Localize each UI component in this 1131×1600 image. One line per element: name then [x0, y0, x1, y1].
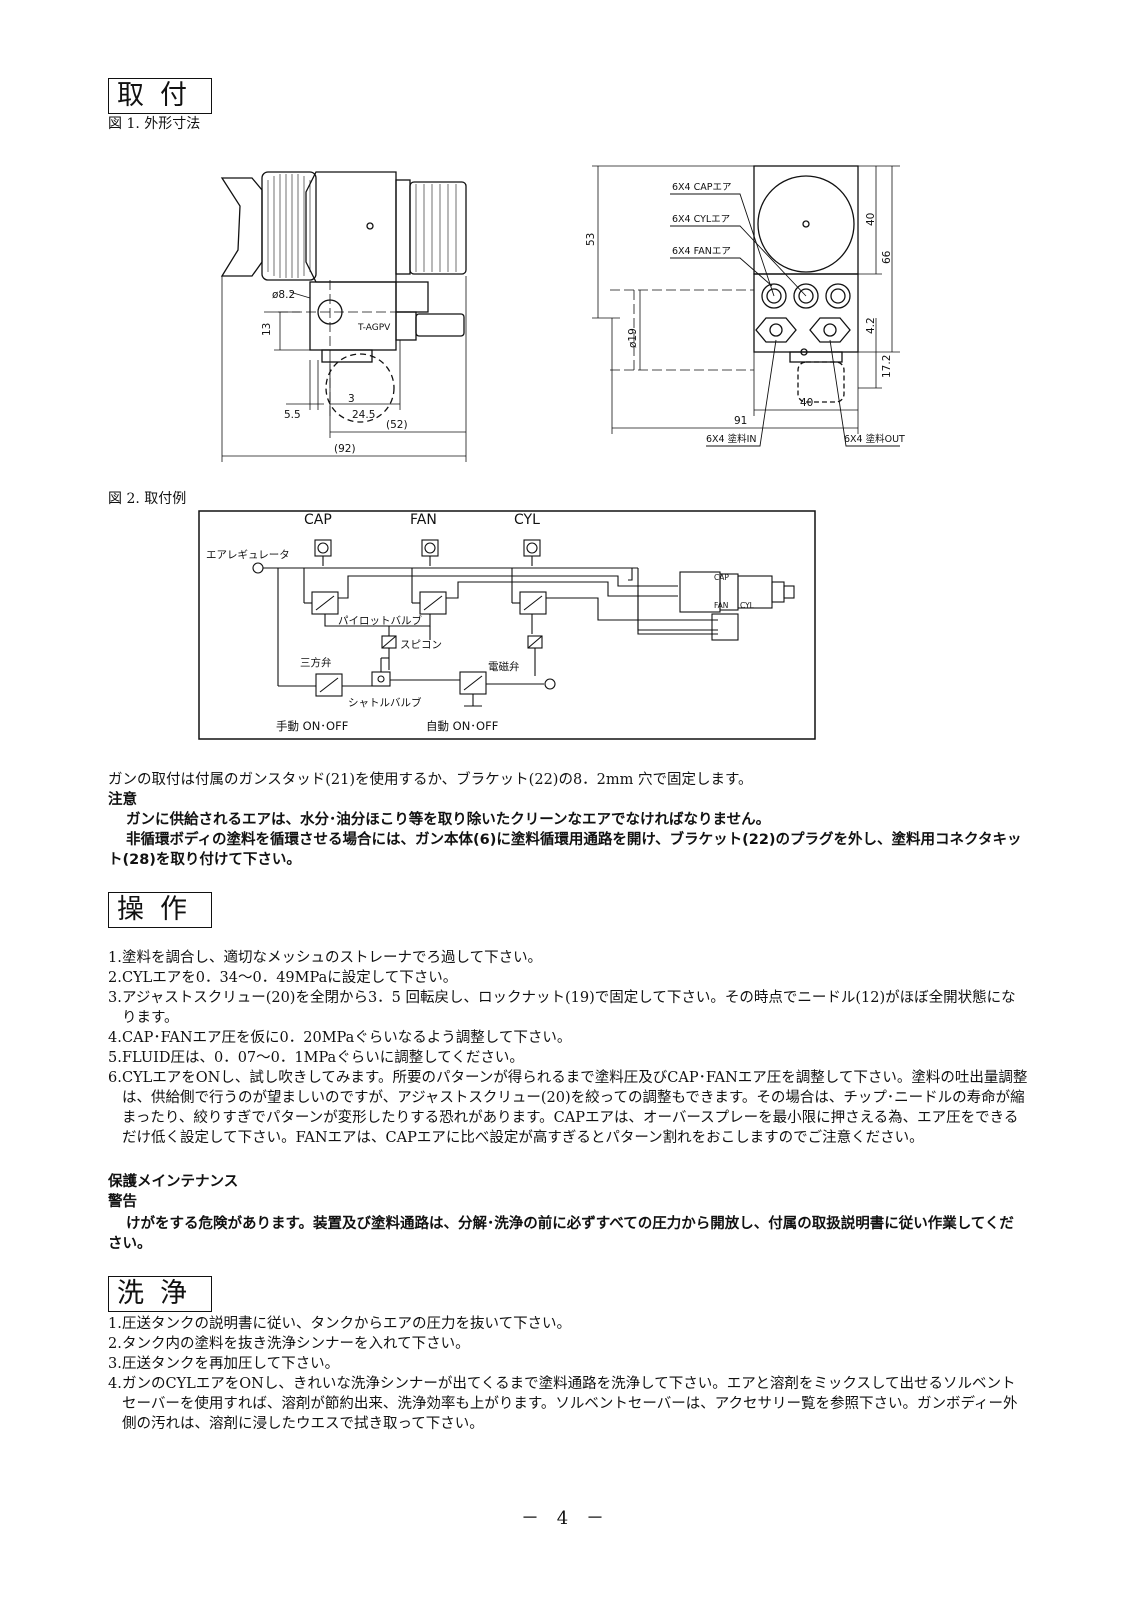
fitting-lower [395, 311, 417, 341]
dim-17-2-label: 17.2 [881, 355, 893, 378]
pilot-valve-label: パイロットバルブ [338, 614, 422, 627]
gun-air-cap [261, 171, 317, 281]
regulator-label: エアレギュレータ [206, 549, 290, 561]
dim-13-label: 13 [261, 323, 273, 336]
figure2-mounting-schematic: CAP FAN CYL エアレギュレータ パイロットバルブ スピコン 三方弁 シ… [198, 510, 816, 740]
label-paint-in: 6X4 塗料IN [706, 433, 757, 445]
dim-5-5-label: 5.5 [284, 409, 301, 421]
port-cap [761, 283, 787, 309]
solenoid-valve-label: 電磁弁 [488, 660, 520, 673]
operation-step: 4.CAP･FANエア圧を仮に0．20MPaぐらいなるよう調整して下さい。 [108, 1030, 572, 1046]
gun-front-cap [757, 175, 855, 273]
gauge-fan-label: FAN [410, 512, 437, 528]
dim-91-label: 91 [734, 415, 747, 427]
three-way-valve-label: 三方弁 [300, 656, 332, 669]
gun-front-plug [789, 351, 843, 363]
dim-4-2-label: 4.2 [865, 317, 877, 334]
operation-step: 3.アジャストスクリュー(20)を全閉から3．5 回転戻し、ロックナット(19)… [108, 990, 1016, 1026]
gauge-cyl [523, 539, 541, 557]
warning-label: 警告 [108, 1194, 137, 1210]
dim-52-label: (52) [386, 419, 408, 431]
figure1-outline-dimensions: ø8.2 13 3 5.5 24.5 (52) (92) T-AGPV [220, 165, 905, 462]
operation-step: 2.CYLエアを0．34～0．49MPaに設定して下さい。 [108, 970, 458, 986]
caution-text-2: 非循環ボディの塗料を循環させる場合には、ガン本体(6)に塗料循環用通路を開け、ブ… [108, 832, 1022, 868]
dim-3-label: 3 [348, 393, 355, 405]
gun-cap-ring [220, 177, 263, 277]
dim-66-label: 66 [881, 250, 893, 264]
caution-text-1: ガンに供給されるエアは、水分･油分ほこり等を取り除いたクリーンなエアでなければな… [126, 812, 771, 828]
operation-step: 1.塗料を調合し、適切なメッシュのストレーナでろ過して下さい。 [108, 950, 543, 966]
dim-24-5-label: 24.5 [352, 409, 375, 421]
gun-front-stud [797, 361, 845, 403]
shuttle-valve [371, 671, 391, 687]
warning-text: けがをする危険があります。装置及び塗料通路は、分解･洗浄の前に必ずすべての圧力か… [108, 1216, 1014, 1252]
dim-92-label: (92) [334, 443, 356, 455]
speed-control-label: スピコン [400, 639, 442, 651]
gun-front-bracket [753, 273, 859, 353]
manual-onoff-label: 手動 ON･OFF [276, 719, 348, 733]
gun-body [305, 171, 397, 283]
auto-onoff-label: 自動 ON･OFF [426, 719, 498, 733]
gun-knob [409, 181, 467, 275]
gun-symbol-bracket [711, 613, 739, 641]
cleaning-step: 2.タンク内の塗料を抜き洗浄シンナーを入れて下さい。 [108, 1336, 470, 1352]
label-cyl-air: 6X4 CYLエア [672, 214, 730, 225]
mount-circle [325, 353, 395, 423]
maintenance-title: 保護メインテナンス [108, 1174, 239, 1190]
cleaning-step: 4.ガンのCYLエアをONし、きれいな洗浄シンナーが出てくるまで塗料通路を洗浄し… [108, 1376, 1018, 1432]
dim-53-label: 53 [585, 233, 597, 246]
cleaning-steps: 1.圧送タンクの説明書に従い、タンクからエアの圧力を抜いて下さい。 2.タンク内… [108, 1314, 1028, 1434]
caution-label: 注意 [108, 792, 137, 808]
gun-cyl-label: CYL [740, 601, 755, 610]
operation-step: 6.CYLエアをONし、試し吹きしてみます。所要のパターンが得られるまで塗料圧及… [108, 1070, 1028, 1146]
three-way-valve [315, 673, 343, 697]
gun-body-hole [366, 222, 374, 230]
section-heading-mounting: 取付 [108, 78, 212, 114]
label-paint-out: 6X4 塗料OUT [844, 433, 905, 445]
dim-diameter-label: ø8.2 [272, 289, 295, 301]
cleaning-step: 3.圧送タンクを再加圧して下さい。 [108, 1356, 340, 1372]
dim-19-label: ø19 [627, 328, 639, 348]
dim-40v-label: 40 [865, 213, 877, 226]
cleaning-step: 1.圧送タンクの説明書に従い、タンクからエアの圧力を抜いて下さい。 [108, 1316, 572, 1332]
operation-step: 5.FLUID圧は、0．07～0．1MPaぐらいに調整してください。 [108, 1050, 524, 1066]
fitting-upper [395, 281, 429, 313]
gun-fan-label: FAN [714, 601, 728, 610]
port-paint-in [755, 317, 797, 343]
gun-cap-label: CAP [714, 573, 729, 582]
port-fan [825, 283, 851, 309]
schematic-frame [198, 510, 816, 740]
port-cyl [793, 283, 819, 309]
gun-front-center [802, 220, 810, 228]
section-heading-cleaning: 洗浄 [108, 1276, 212, 1312]
shuttle-valve-label: シャトルバルブ [348, 696, 422, 709]
solenoid-inlet [544, 678, 556, 690]
fitting-nut [415, 313, 465, 337]
port-paint-out [809, 317, 851, 343]
model-label: T-AGPV [357, 323, 391, 333]
operation-steps: 1.塗料を調合し、適切なメッシュのストレーナでろ過して下さい。 2.CYLエアを… [108, 948, 1028, 1148]
gauge-cap [314, 539, 332, 557]
label-fan-air: 6X4 FANエア [672, 246, 731, 257]
gauge-cyl-label: CYL [514, 512, 540, 528]
gauge-fan [421, 539, 439, 557]
regulator-inlet [252, 562, 264, 574]
gauge-cap-label: CAP [304, 512, 332, 528]
mounting-intro: ガンの取付は付属のガンスタッド(21)を使用するか、ブラケット(22)の8．2m… [108, 772, 753, 788]
gun-stud [321, 349, 373, 363]
label-cap-air: 6X4 CAPエア [672, 182, 731, 193]
page-number: － 4 － [521, 1508, 610, 1529]
section-heading-operation: 操作 [108, 892, 212, 928]
gun-rear-nut [395, 179, 411, 275]
figure1-caption: 図 1. 外形寸法 [108, 116, 201, 132]
gun-bracket [309, 281, 397, 351]
figure2-caption: 図 2. 取付例 [108, 491, 187, 507]
dim-40h-label: 40 [800, 397, 813, 409]
